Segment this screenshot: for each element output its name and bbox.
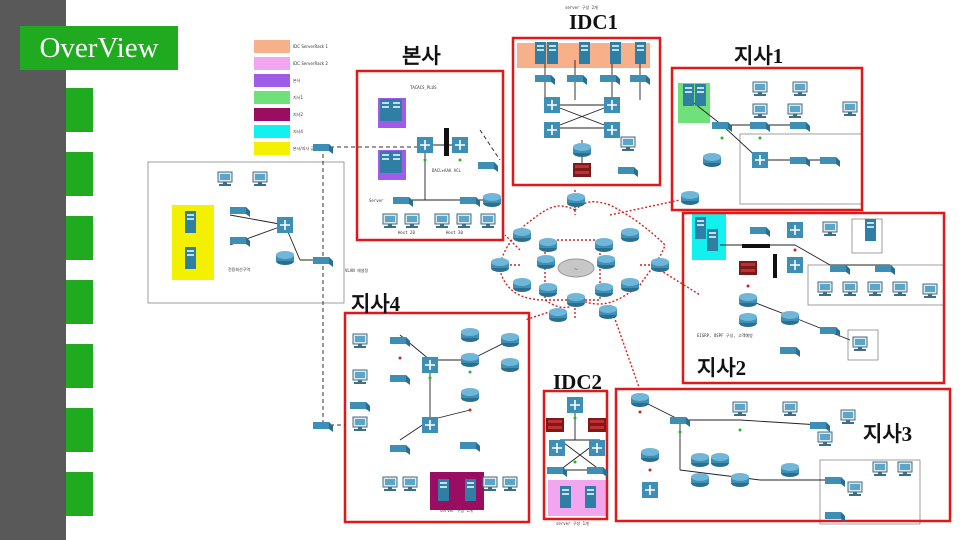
branch4-server-note: server 구성 1개 xyxy=(440,508,473,513)
legend-swatch xyxy=(254,108,290,121)
hq-note: TACACS_PLUS xyxy=(410,85,437,90)
nav-tab-6[interactable] xyxy=(66,408,93,452)
site-label-branch3: 지사3 xyxy=(863,422,913,446)
slide-title: OverView xyxy=(20,26,178,70)
legend-item: IDC ServerRack 1 xyxy=(254,40,328,53)
nav-tab-5[interactable] xyxy=(66,344,93,388)
branch2-note: EIGRP, OSPF 구성, 고객예방 xyxy=(697,333,753,338)
site-label-idc1: IDC1 xyxy=(569,10,619,34)
legend-swatch xyxy=(254,74,290,87)
nav-tab-7[interactable] xyxy=(66,472,93,516)
idc2-server-note: server 구성 1개 xyxy=(556,521,589,526)
nav-tab-2[interactable] xyxy=(66,152,93,196)
legend-swatch xyxy=(254,91,290,104)
legend-item: 지사1 xyxy=(254,91,328,104)
nav-tab-1[interactable] xyxy=(66,88,93,132)
legend-swatch xyxy=(254,142,290,155)
legend-item: 본사 xyxy=(254,74,328,87)
legend-swatch xyxy=(254,125,290,138)
site-label-branch1: 지사1 xyxy=(734,44,784,68)
legend: IDC ServerRack 1 IDC ServerRack 2 본사 지사1… xyxy=(254,40,328,159)
left-sidebar xyxy=(0,0,66,540)
legend-item: 지사4 xyxy=(254,125,328,138)
nav-tab-4[interactable] xyxy=(66,280,93,324)
hq-server-label: Server xyxy=(369,198,384,203)
svg-text:~: ~ xyxy=(573,266,578,273)
legend-item: IDC ServerRack 2 xyxy=(254,57,328,70)
legend-swatch xyxy=(254,40,290,53)
nav-tab-3[interactable] xyxy=(66,216,93,260)
legend-item: 본사/지사 공통 xyxy=(254,142,328,155)
site-label-branch2: 지사2 xyxy=(697,356,747,380)
vlan-note: VLAN 재설정 xyxy=(345,268,369,273)
site-label-hq: 본사 xyxy=(402,44,441,68)
idc1-top-note: server 구성 2개 xyxy=(565,5,598,10)
hq-host-20: Host 20 xyxy=(398,230,415,235)
legend-swatch xyxy=(254,57,290,70)
hq-acl-note: DACL+AAA ACL xyxy=(432,168,461,173)
left-area-note: 전용회선구역 xyxy=(228,267,251,272)
hq-host-30: Host 30 xyxy=(446,230,463,235)
site-label-idc2: IDC2 xyxy=(553,370,603,394)
legend-item: 지사2 xyxy=(254,108,328,121)
site-label-branch4: 지사4 xyxy=(351,292,401,316)
